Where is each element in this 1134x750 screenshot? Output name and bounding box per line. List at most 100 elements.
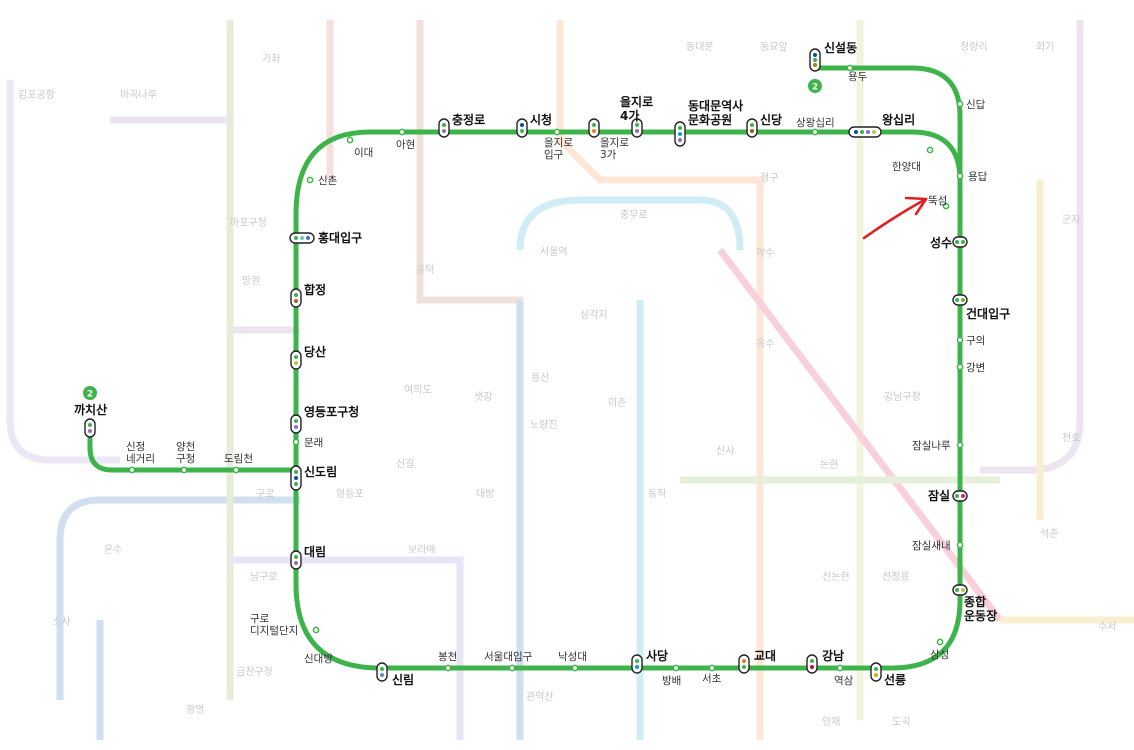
station-label: 아현 [396,139,415,151]
station-label: 신도림 [304,464,337,479]
station-marker [516,118,528,138]
station-marker [290,414,302,434]
bg-label: 남구로 [250,571,278,583]
station-label: 신설동 [824,40,857,55]
bg-label: 논현 [820,459,838,471]
bg-label: 동묘앞 [760,41,788,53]
station-label: 서초 [702,673,722,685]
bg-label: 가좌 [262,53,280,65]
station-marker [438,118,450,138]
bg-label: 충무로 [620,209,648,221]
station-label: 이대 [354,147,373,159]
station-label: 왕십리 [882,112,915,127]
bg-label: 소사 [52,616,70,628]
bg-label: 약수 [756,247,774,259]
station-label: 교대 [754,649,776,663]
regular-stations [128,64,964,672]
bg-label: 마곡나루 [120,89,157,101]
svg-text:2: 2 [87,390,93,400]
bg-label: 석촌 [1040,528,1058,540]
bg-label: 청구 [760,172,778,184]
station-marker [952,490,968,502]
bg-label: 양재 [822,716,840,728]
station-label: 봉천 [438,651,457,663]
bg-label: 노량진 [530,419,558,431]
station-label: 잠실 [928,488,950,503]
station-label: 충정로 [452,112,485,127]
station-label: 문래 [304,437,323,449]
station-marker [738,654,750,674]
bg-label: 옥수 [756,338,774,350]
background-labels: 김포공항 마곡나루 가좌 공덕 서울역 동대문 동묘앞 청량리 회기 신사 논현… [18,41,1116,728]
station-label: 홍대입구 [318,230,362,245]
bg-label: 망원 [242,275,260,287]
line-2-badge: 2 [83,386,97,400]
station-marker [870,662,882,682]
bg-label: 대방 [476,488,494,500]
bg-label: 청량리 [960,41,988,53]
station-marker [588,118,600,138]
line-2-badge: 2 [808,79,822,93]
station-label: 구의 [966,335,985,347]
station-label: 영등포구청 [304,404,359,419]
station-marker [848,126,882,138]
station-marker [952,294,968,306]
station-label: 성수 [930,236,952,250]
bg-label: 용산 [531,372,549,384]
station-marker [84,418,96,438]
station-marker [746,118,758,138]
station-marker [674,121,686,147]
station-marker [290,550,302,570]
bg-label: 천호 [1062,432,1080,444]
station-marker [290,465,302,491]
bg-label: 동작 [648,488,666,500]
station-marker [290,288,302,308]
station-marker [631,654,643,674]
bg-label: 동대문 [686,41,714,53]
bg-label: 삼각지 [580,309,608,321]
station-marker [806,654,818,674]
station-label: 낙성대 [558,651,587,663]
station-label: 신답 [966,99,986,111]
station-label: 선릉 [884,672,906,687]
station-label: 용답 [968,171,988,183]
line-2-sinseol-branch [812,57,963,183]
station-label: 시청 [530,112,552,127]
station-label: 당산 [304,344,326,359]
bg-label: 도곡 [892,716,910,728]
station-label: 역삼 [834,675,854,687]
annotation-arrow [862,196,928,240]
bg-label: 영등포 [336,488,364,500]
bg-label: 김포공항 [18,89,55,101]
bg-label: 여의도 [404,384,432,396]
station-label: 용두 [848,71,868,83]
station-label: 잠실새내 [912,540,951,552]
station-label: 신당 [760,112,782,127]
station-label: 방배 [662,675,681,687]
bg-label: 이촌 [608,397,626,409]
bg-label: 선정릉 [882,571,910,583]
bg-label: 회기 [1036,41,1054,53]
bg-label: 서울역 [540,246,568,258]
station-label: 도림천 [224,453,253,465]
station-label: 합정 [304,282,326,297]
bg-label: 샛강 [474,391,492,403]
bg-label: 구로 [256,489,274,500]
station-label: 건대입구 [966,306,1010,321]
bg-label: 신논현 [822,571,850,583]
bg-label: 온수 [104,544,122,556]
station-label: 상왕십리 [796,117,835,129]
bg-label: 신사 [716,445,734,457]
bg-label: 군자 [1062,214,1080,226]
bg-label: 공덕 [416,264,434,276]
bg-label: 수서 [1098,621,1116,633]
station-label: 강남 [822,648,844,663]
